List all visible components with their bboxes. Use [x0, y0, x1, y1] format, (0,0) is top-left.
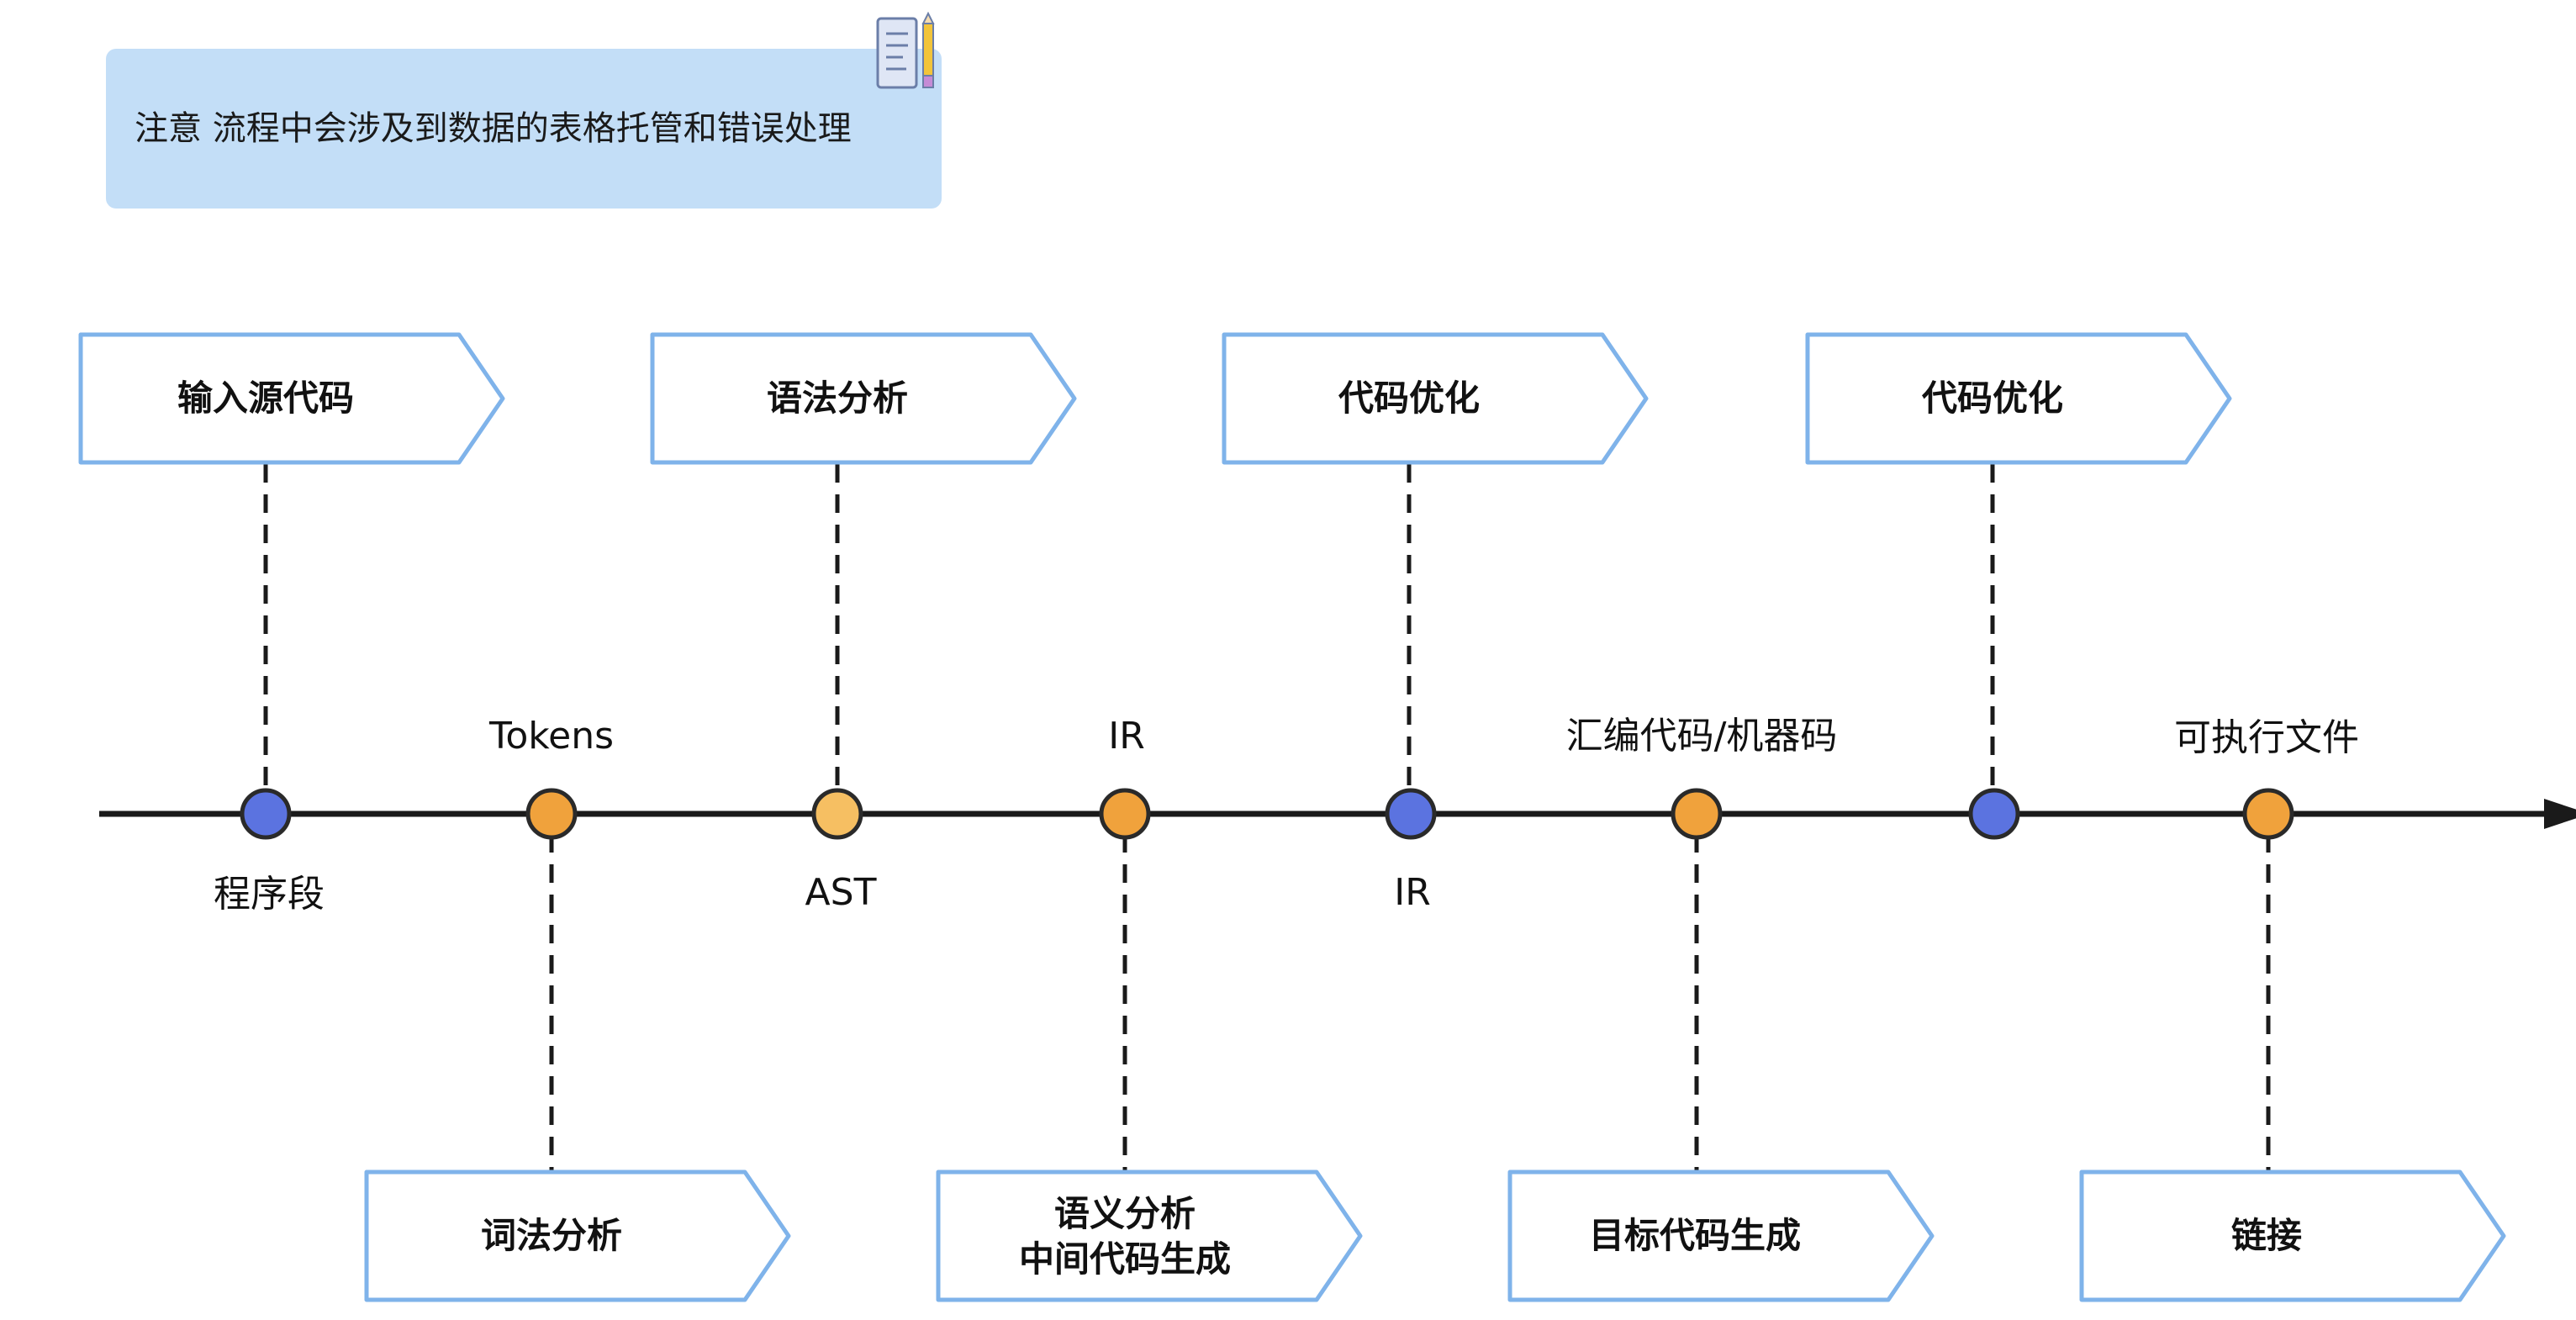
timeline-arrowhead	[2544, 799, 2576, 829]
timeline-node-6	[1671, 788, 1723, 840]
bottom-step-box-1: 词法分析	[364, 1170, 791, 1302]
timeline-node-1	[240, 788, 292, 840]
node-label-3: AST	[805, 871, 877, 914]
top-step-label: 语法分析	[767, 378, 908, 419]
bottom-step-label-line-2: 中间代码生成	[1019, 1238, 1231, 1280]
timeline-nodes	[240, 788, 2294, 840]
bottom-step-box-2: 语义分析 中间代码生成	[936, 1170, 1363, 1302]
top-step-label: 代码优化	[1921, 378, 2063, 419]
top-step-box-4: 代码优化	[1805, 332, 2232, 465]
timeline-node-4	[1099, 788, 1151, 840]
timeline-node-2	[525, 788, 578, 840]
bottom-step-box-4: 链接	[2079, 1170, 2506, 1302]
node-label-8: 可执行文件	[2174, 716, 2359, 759]
bottom-step-label: 链接	[2231, 1215, 2302, 1256]
node-label-6: 汇编代码/机器码	[1566, 715, 1838, 758]
top-step-box-1: 输入源代码	[78, 332, 505, 465]
bottom-step-label-line-1: 语义分析	[1054, 1193, 1196, 1234]
top-step-box-2: 语法分析	[650, 332, 1077, 465]
node-label-4: IR	[1108, 715, 1145, 758]
top-step-label: 代码优化	[1338, 378, 1480, 419]
notepad-pencil-icon	[876, 11, 935, 89]
node-label-5: IR	[1394, 871, 1431, 914]
node-label-2: Tokens	[488, 715, 614, 758]
note-box	[106, 49, 942, 209]
timeline-node-8	[2242, 788, 2294, 840]
timeline-node-7	[1968, 788, 2020, 840]
note-text: 注意 流程中会涉及到数据的表格托管和错误处理	[135, 109, 852, 148]
bottom-step-label: 目标代码生成	[1589, 1215, 1801, 1256]
timeline-node-5	[1385, 788, 1437, 840]
top-step-box-3: 代码优化	[1222, 332, 1649, 465]
node-label-1: 程序段	[214, 873, 325, 916]
bottom-step-label: 词法分析	[481, 1215, 622, 1256]
timeline-node-3	[811, 788, 863, 840]
connector-lines	[263, 464, 2271, 1170]
top-step-label: 输入源代码	[177, 378, 354, 419]
bottom-step-box-3: 目标代码生成	[1507, 1170, 1935, 1302]
